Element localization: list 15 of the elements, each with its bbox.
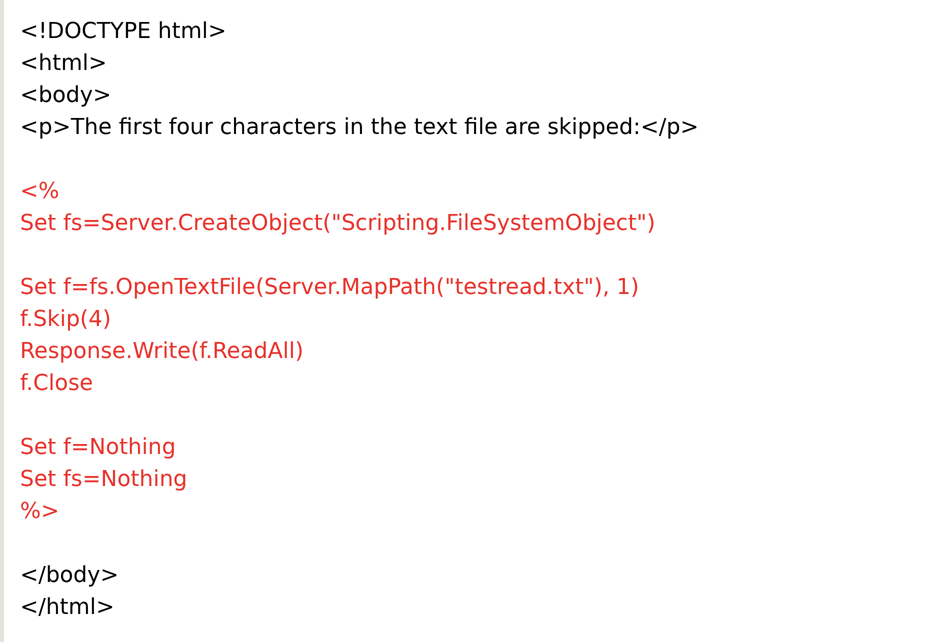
code-line: <% (20, 178, 60, 206)
code-line: <p>The first four characters in the text file are skipped:</p> (20, 114, 699, 142)
code-line: </body> (20, 562, 119, 590)
code-line: f.Close (20, 370, 94, 398)
code-line: </html> (20, 594, 114, 622)
code-line: <html> (20, 50, 107, 78)
code-line: f.Skip(4) (20, 306, 112, 334)
code-line: Set f=Nothing (20, 434, 176, 462)
code-line: Set fs=Nothing (20, 466, 188, 494)
code-line: %> (20, 498, 60, 526)
code-line: <!DOCTYPE html> (20, 18, 226, 46)
code-line: Response.Write(f.ReadAll) (20, 338, 304, 366)
code-line: <body> (20, 82, 112, 110)
code-line: Set fs=Server.CreateObject("Scripting.FileSystemObject") (20, 210, 656, 238)
code-line: Set f=fs.OpenTextFile(Server.MapPath("testread.txt"), 1) (20, 274, 640, 302)
